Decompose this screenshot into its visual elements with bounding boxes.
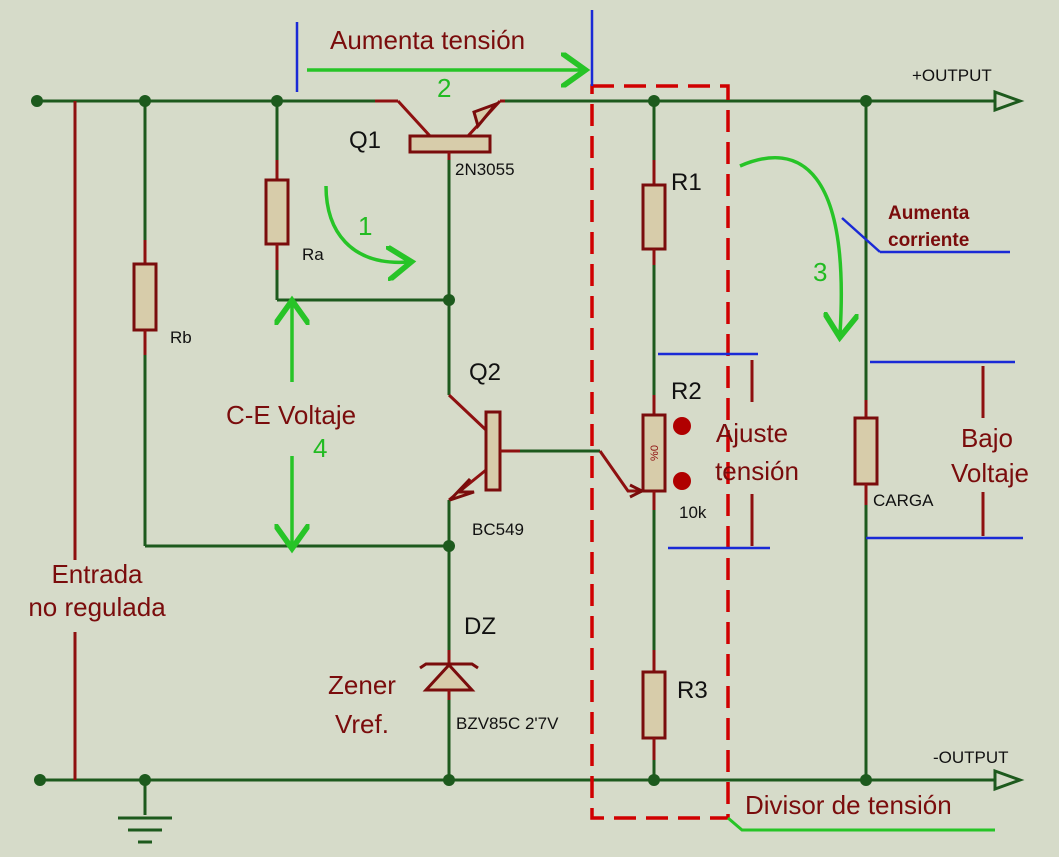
rb-label: Rb <box>170 328 192 347</box>
step-3-label: 3 <box>813 257 827 287</box>
r3-resistor <box>641 650 667 760</box>
ajuste-line2: tensión <box>715 456 799 486</box>
aumenta-corriente-line1: Aumenta <box>888 203 970 224</box>
step-2-label: 2 <box>437 73 451 103</box>
bajo-voltaje-line2: Voltaje <box>951 458 1029 488</box>
aumenta-tension-label: Aumenta tensión <box>330 25 525 55</box>
wires <box>37 99 995 815</box>
carga-label: CARGA <box>873 491 934 510</box>
decrease-icon[interactable] <box>673 472 691 490</box>
step-4-label: 4 <box>313 433 327 463</box>
aumenta-corriente-line2: corriente <box>888 230 969 251</box>
output-terminal-positive-icon <box>993 89 1025 113</box>
output-negative-label: -OUTPUT <box>933 748 1009 767</box>
bajo-voltaje-line1: Bajo <box>961 423 1013 453</box>
dz-part-label: BZV85C 2'7V <box>456 714 559 733</box>
r2-percent-label: %0 <box>649 445 661 461</box>
r1-resistor <box>641 160 667 265</box>
zener-diode <box>419 650 479 700</box>
r2-value-label: 10k <box>679 503 707 522</box>
entrada-line2: no regulada <box>28 592 166 622</box>
r1-label: R1 <box>671 169 702 196</box>
entrada-line1: Entrada <box>51 559 143 589</box>
rb-resistor <box>132 240 158 355</box>
zener-line1: Zener <box>328 670 396 700</box>
ground-icon <box>118 816 172 844</box>
load-resistor <box>853 400 879 505</box>
ce-voltaje-label: C-E Voltaje <box>226 400 356 430</box>
zener-line2: Vref. <box>335 709 389 739</box>
q2-part-label: BC549 <box>472 520 524 539</box>
annotation-brackets <box>295 10 1023 550</box>
red-brackets <box>750 360 985 546</box>
flow-arrows <box>292 70 841 545</box>
r2-label: R2 <box>671 378 702 405</box>
ra-label: Ra <box>302 245 324 264</box>
voltage-divider-box <box>590 84 730 820</box>
increase-icon[interactable] <box>673 417 691 435</box>
output-positive-label: +OUTPUT <box>912 66 992 85</box>
q1-transistor <box>375 99 505 160</box>
ajuste-line1: Ajuste <box>716 418 788 448</box>
q1-label: Q1 <box>349 127 381 154</box>
dz-label: DZ <box>464 613 496 640</box>
output-terminal-negative-icon <box>993 768 1025 792</box>
divider-callout-line <box>727 816 995 832</box>
step-1-label: 1 <box>358 211 372 241</box>
junctions <box>31 95 872 786</box>
r2-potentiometer <box>598 395 691 510</box>
ra-resistor <box>264 160 290 270</box>
divisor-label: Divisor de tensión <box>745 790 952 820</box>
q2-label: Q2 <box>469 359 501 386</box>
q2-transistor <box>447 393 520 502</box>
r3-label: R3 <box>677 677 708 704</box>
q1-part-label: 2N3055 <box>455 160 515 179</box>
